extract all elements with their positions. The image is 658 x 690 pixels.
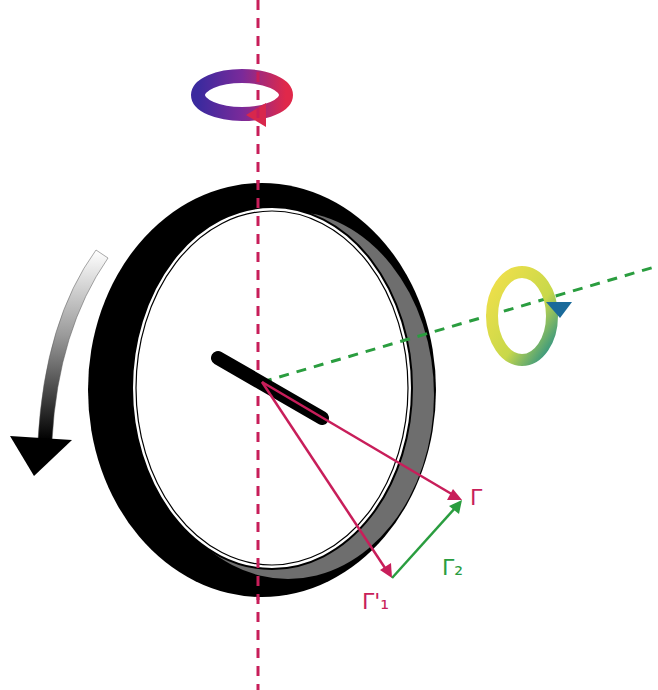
spin-axis [262,266,658,382]
precession-arrowhead [246,103,266,127]
torque-difference-label: Γ₂ [440,556,465,580]
torque-component-vector [262,382,387,571]
spin-ring-arrowhead [546,302,572,318]
torque-component-label: Γ'₁ [360,590,391,614]
torque-difference-arrowhead [449,500,462,514]
torque-component-arrowhead [380,563,392,578]
wheel-tire [88,183,436,597]
torque-arrowhead [447,489,462,500]
spin-ring [492,272,552,360]
vertical-axis-front [257,180,260,600]
torque-vector [262,382,455,496]
torque-label: Γ [468,486,484,510]
precession-ring [198,76,286,114]
spin-arrowhead [10,436,72,476]
